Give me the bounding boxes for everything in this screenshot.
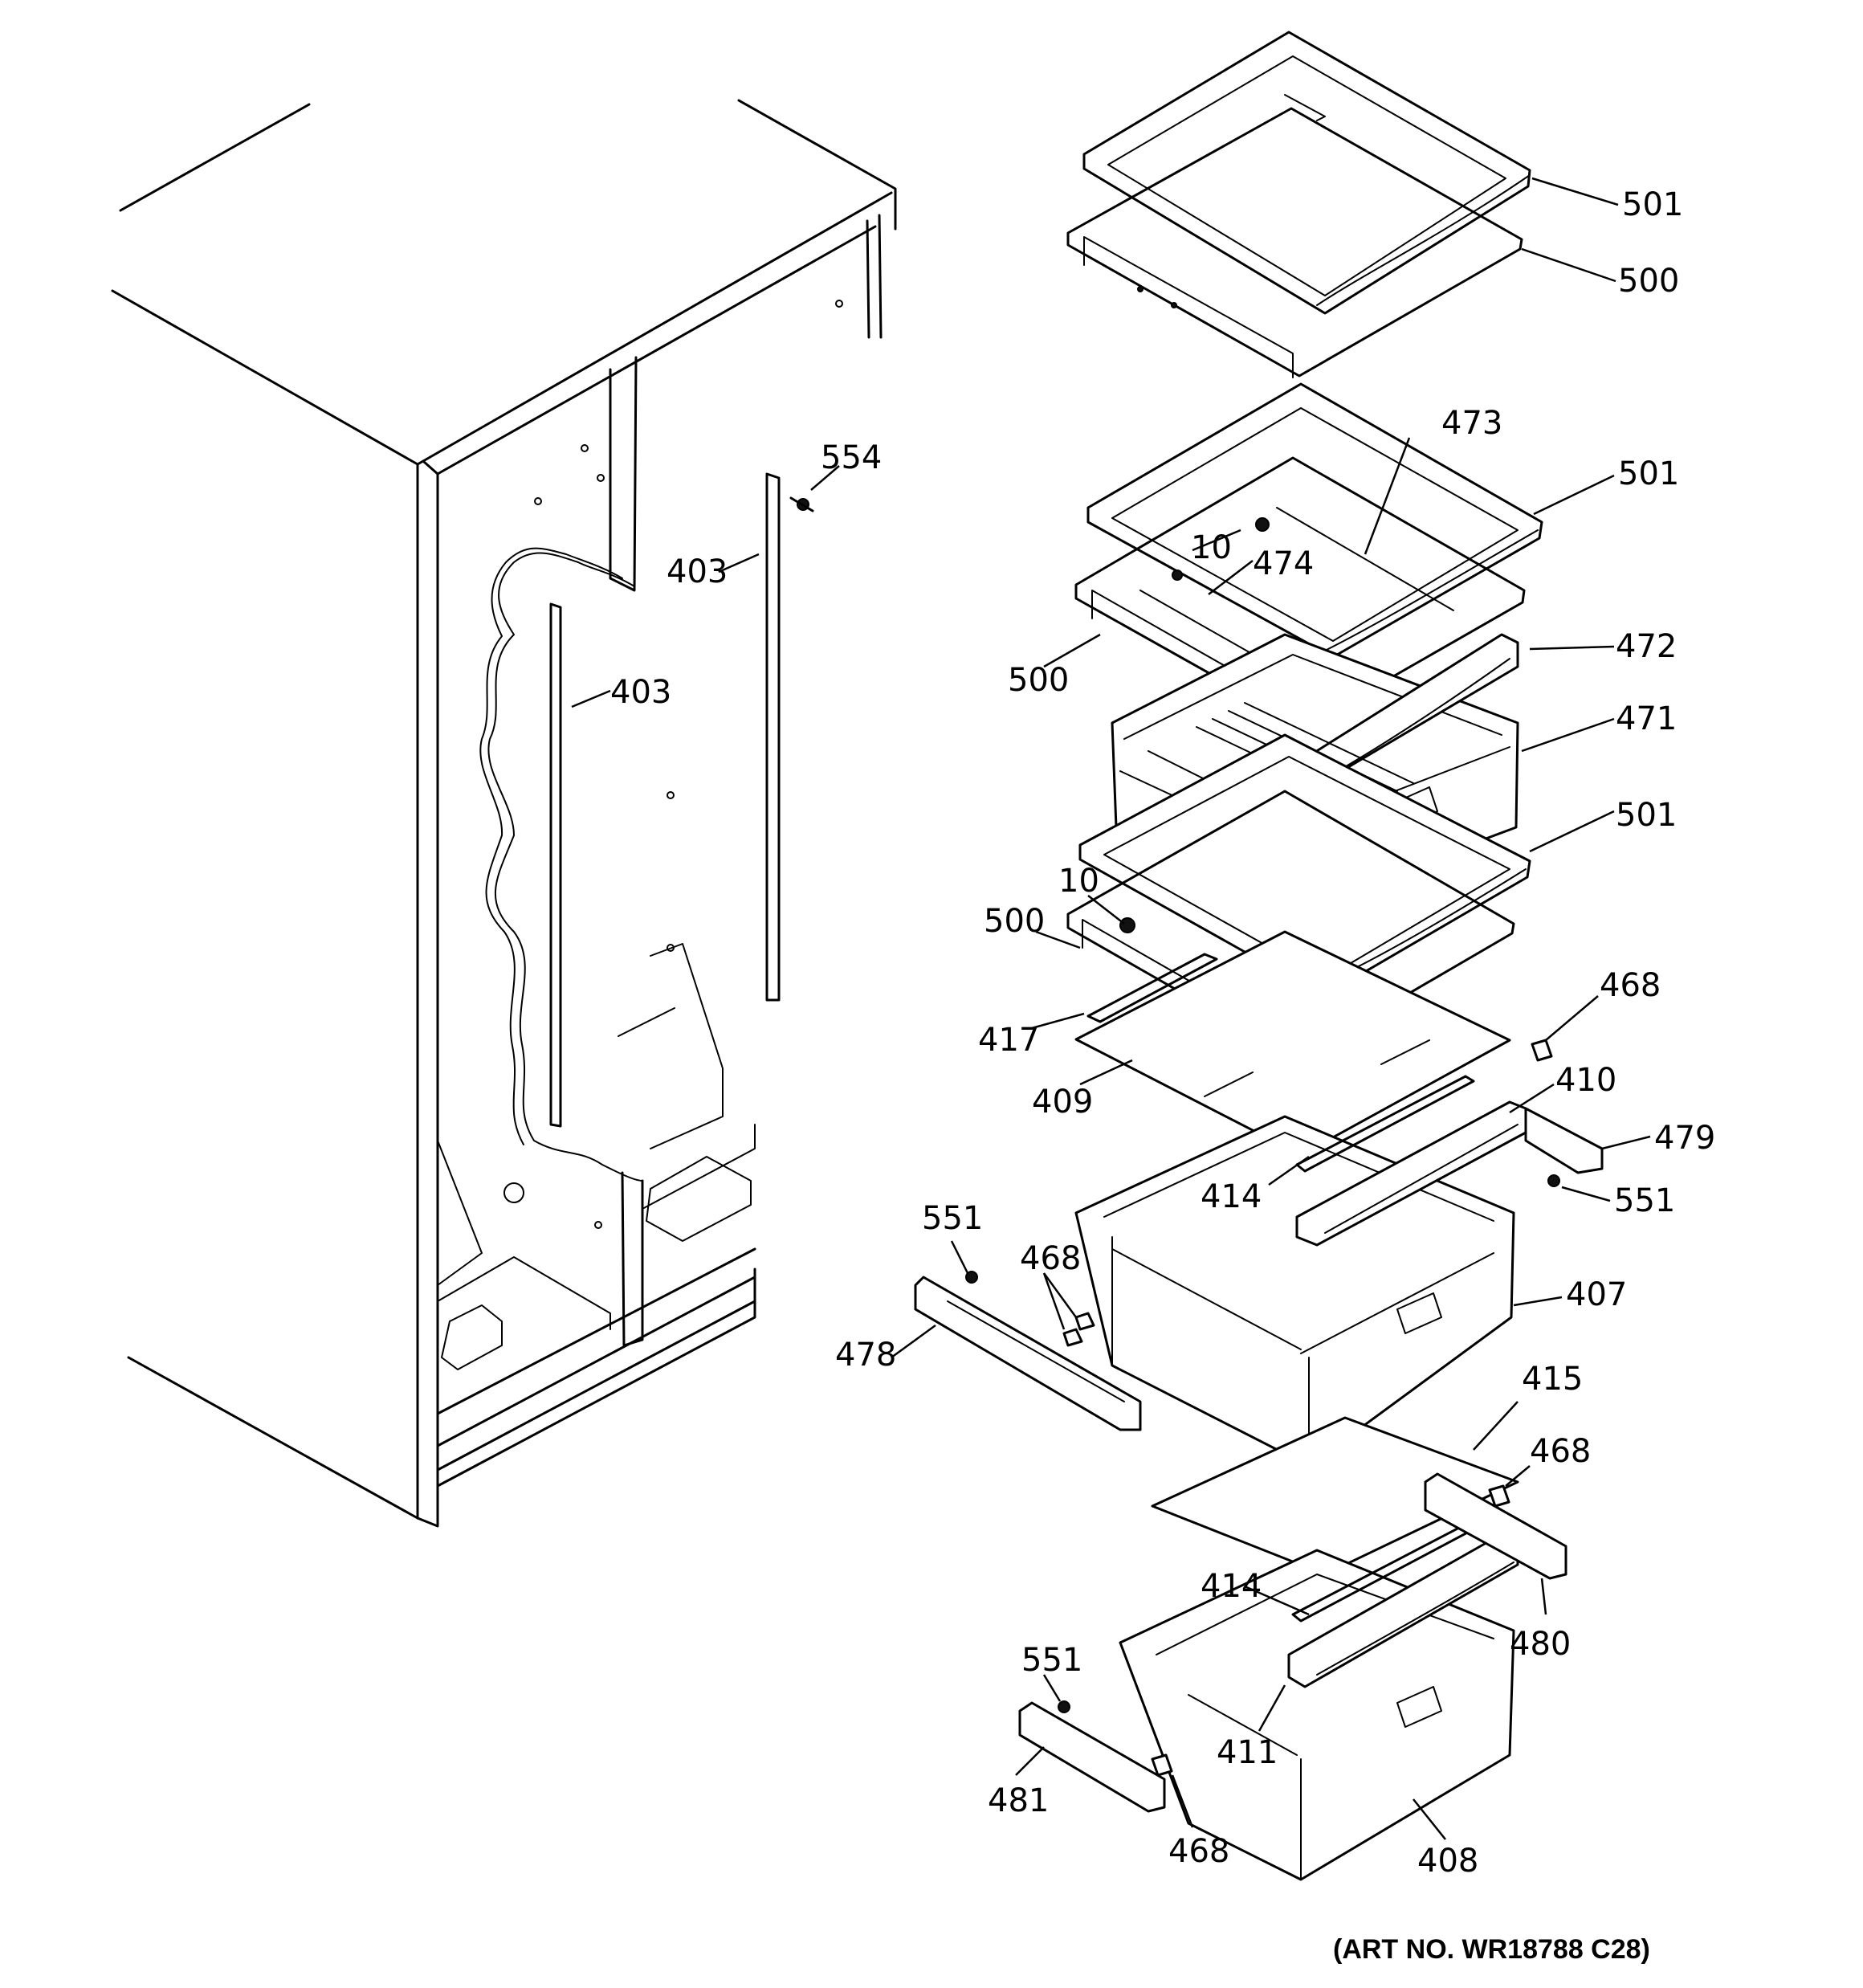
callout-414-b: 414	[1201, 1568, 1262, 1605]
callout-473: 473	[1441, 405, 1502, 442]
callout-403-b: 403	[610, 674, 671, 711]
art-number: (ART NO. WR18788 C28)	[1333, 1934, 1650, 1965]
callout-551-b: 551	[922, 1200, 983, 1237]
crisper-cover-415	[1151, 1416, 1519, 1576]
callout-410: 410	[1555, 1062, 1616, 1099]
callout-408: 408	[1417, 1843, 1478, 1880]
callout-10-a: 10	[1191, 529, 1232, 566]
callout-500-c: 500	[984, 903, 1045, 940]
callout-417: 417	[978, 1022, 1039, 1059]
callout-554: 554	[821, 439, 882, 476]
shelf-assembly-second	[1074, 382, 1543, 729]
callout-468-b: 468	[1020, 1240, 1081, 1277]
callout-480: 480	[1510, 1626, 1571, 1663]
callout-471: 471	[1616, 700, 1677, 737]
callout-501-a: 501	[1622, 186, 1683, 223]
callout-414-a: 414	[1201, 1178, 1262, 1215]
callout-481: 481	[988, 1782, 1049, 1819]
callout-500-a: 500	[1618, 263, 1679, 300]
callout-10-b: 10	[1058, 863, 1099, 900]
callout-500-b: 500	[1008, 662, 1069, 699]
callout-415: 415	[1522, 1361, 1583, 1398]
callout-474: 474	[1253, 545, 1314, 582]
callout-551-c: 551	[1021, 1642, 1082, 1679]
callout-468-a: 468	[1600, 967, 1661, 1004]
drawer-408	[1119, 1517, 1519, 1881]
glass-shelf-409	[1074, 930, 1511, 1157]
crisper-drawer-407	[1074, 1075, 1527, 1468]
callout-479: 479	[1654, 1120, 1715, 1157]
callout-labels: 501 500 473 501 10 474 500 472 471 501 1…	[610, 186, 1715, 1880]
callout-411: 411	[1217, 1734, 1278, 1771]
callout-407: 407	[1566, 1276, 1627, 1313]
callout-501-b: 501	[1618, 455, 1679, 492]
callout-468-c: 468	[1530, 1433, 1591, 1470]
shelf-assembly-top	[1066, 31, 1531, 378]
callout-468-d: 468	[1168, 1833, 1229, 1870]
leader-lines	[571, 177, 1651, 1840]
callout-403-a: 403	[667, 553, 728, 590]
callout-409: 409	[1032, 1084, 1093, 1121]
callout-478: 478	[835, 1337, 896, 1374]
refrigerator-cabinet	[111, 99, 897, 1528]
drawer-slides	[789, 496, 1604, 1813]
callout-472: 472	[1616, 628, 1677, 665]
shelf-assembly-third	[1066, 733, 1531, 1060]
callout-551-a: 551	[1614, 1182, 1675, 1219]
callout-501-c: 501	[1616, 797, 1677, 834]
